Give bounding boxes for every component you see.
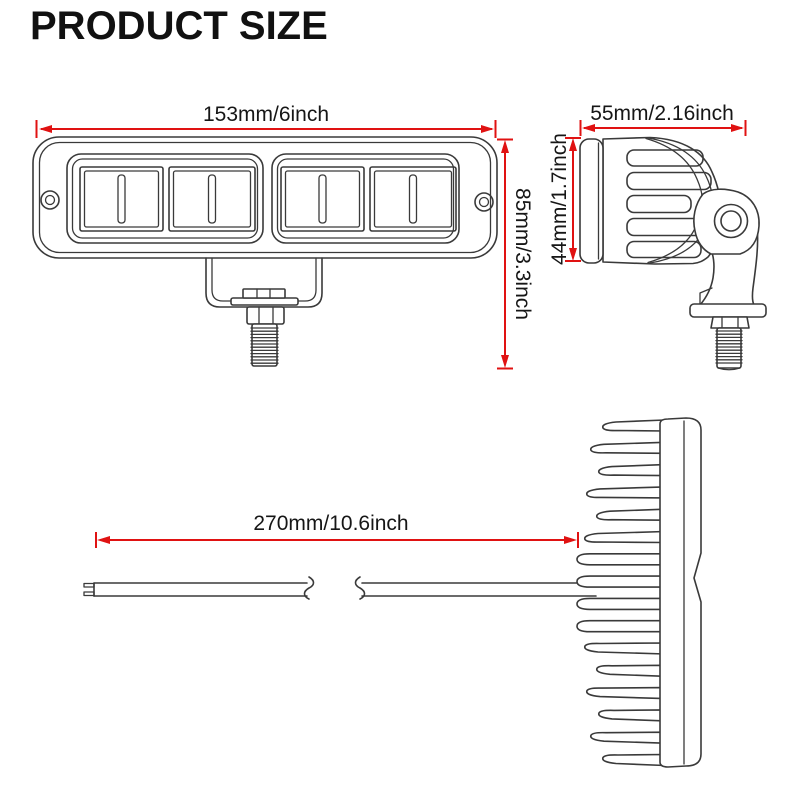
side-fin-slots <box>626 149 712 259</box>
cable-break-left <box>303 576 315 600</box>
side-threaded-stud <box>710 316 750 371</box>
heatsink-fins <box>576 419 666 767</box>
side-foot-plate <box>689 303 767 318</box>
left-screw-hole-inner <box>44 194 56 206</box>
lens-panel-right-inner <box>276 158 455 239</box>
front-height-label: 85mm/3.3inch <box>511 188 534 320</box>
dimension-cable-length: 270mm/10.6inch <box>95 512 579 548</box>
led-cells <box>79 166 457 232</box>
pivot-bolt-inner <box>720 210 742 232</box>
side-height-label: 44mm/1.7inch <box>548 133 571 265</box>
front-housing-outline <box>32 136 498 259</box>
side-view-drawing <box>579 136 767 371</box>
heatsink-fin <box>576 619 666 633</box>
foot-ledge <box>699 287 713 305</box>
heatsink-fin <box>583 642 666 655</box>
heatsink-fin <box>595 664 666 678</box>
cable-length-label: 270mm/10.6inch <box>253 512 408 535</box>
lens-panel-left <box>66 153 264 244</box>
heatsink-rear-view <box>576 417 702 768</box>
heatsink-fin <box>589 731 666 744</box>
dimension-front-height: 85mm/3.3inch <box>497 138 534 370</box>
hex-nut-bottom <box>246 306 285 325</box>
power-cable <box>83 576 597 600</box>
front-width-label: 153mm/6inch <box>203 103 329 126</box>
dimension-front-width: 153mm/6inch <box>35 103 497 138</box>
front-view-drawing <box>32 136 498 367</box>
side-lens-bezel <box>579 138 604 264</box>
side-pivot-boss <box>693 188 760 255</box>
heatsink-fin <box>576 597 666 611</box>
side-width-label: 55mm/2.16inch <box>590 102 734 125</box>
heatsink-fin <box>601 753 666 767</box>
heatsink-fin <box>583 530 666 544</box>
front-housing-inner-outline <box>38 141 492 254</box>
heatsink-fin <box>597 709 666 722</box>
page-title: PRODUCT SIZE <box>30 4 328 48</box>
side-hex-nut <box>710 316 750 329</box>
lens-panel-left-inner <box>71 158 259 239</box>
hex-nut-top <box>242 288 286 299</box>
heatsink-fin <box>595 508 666 521</box>
heatsink-fin <box>589 441 666 455</box>
wire-ends <box>83 582 95 597</box>
front-mounting-bracket <box>205 257 323 367</box>
heatsink-fin <box>585 486 666 499</box>
dimension-side-width: 55mm/2.16inch <box>579 102 747 136</box>
pivot-bolt-outer <box>713 203 749 239</box>
lens-panel-right <box>271 153 460 244</box>
heatsink-fin <box>576 553 666 566</box>
left-screw-hole <box>40 190 60 210</box>
washer <box>230 297 299 306</box>
dimension-side-height: 44mm/1.7inch <box>548 133 581 265</box>
heatsink-fin <box>576 575 666 588</box>
heatsink-fin <box>597 463 666 477</box>
heatsink-base-bar <box>659 417 702 768</box>
right-screw-hole <box>474 192 494 212</box>
heatsink-fin <box>585 686 666 700</box>
right-screw-hole-inner <box>478 196 490 208</box>
threaded-bolt <box>250 323 279 367</box>
heatsink-fin <box>601 419 666 432</box>
